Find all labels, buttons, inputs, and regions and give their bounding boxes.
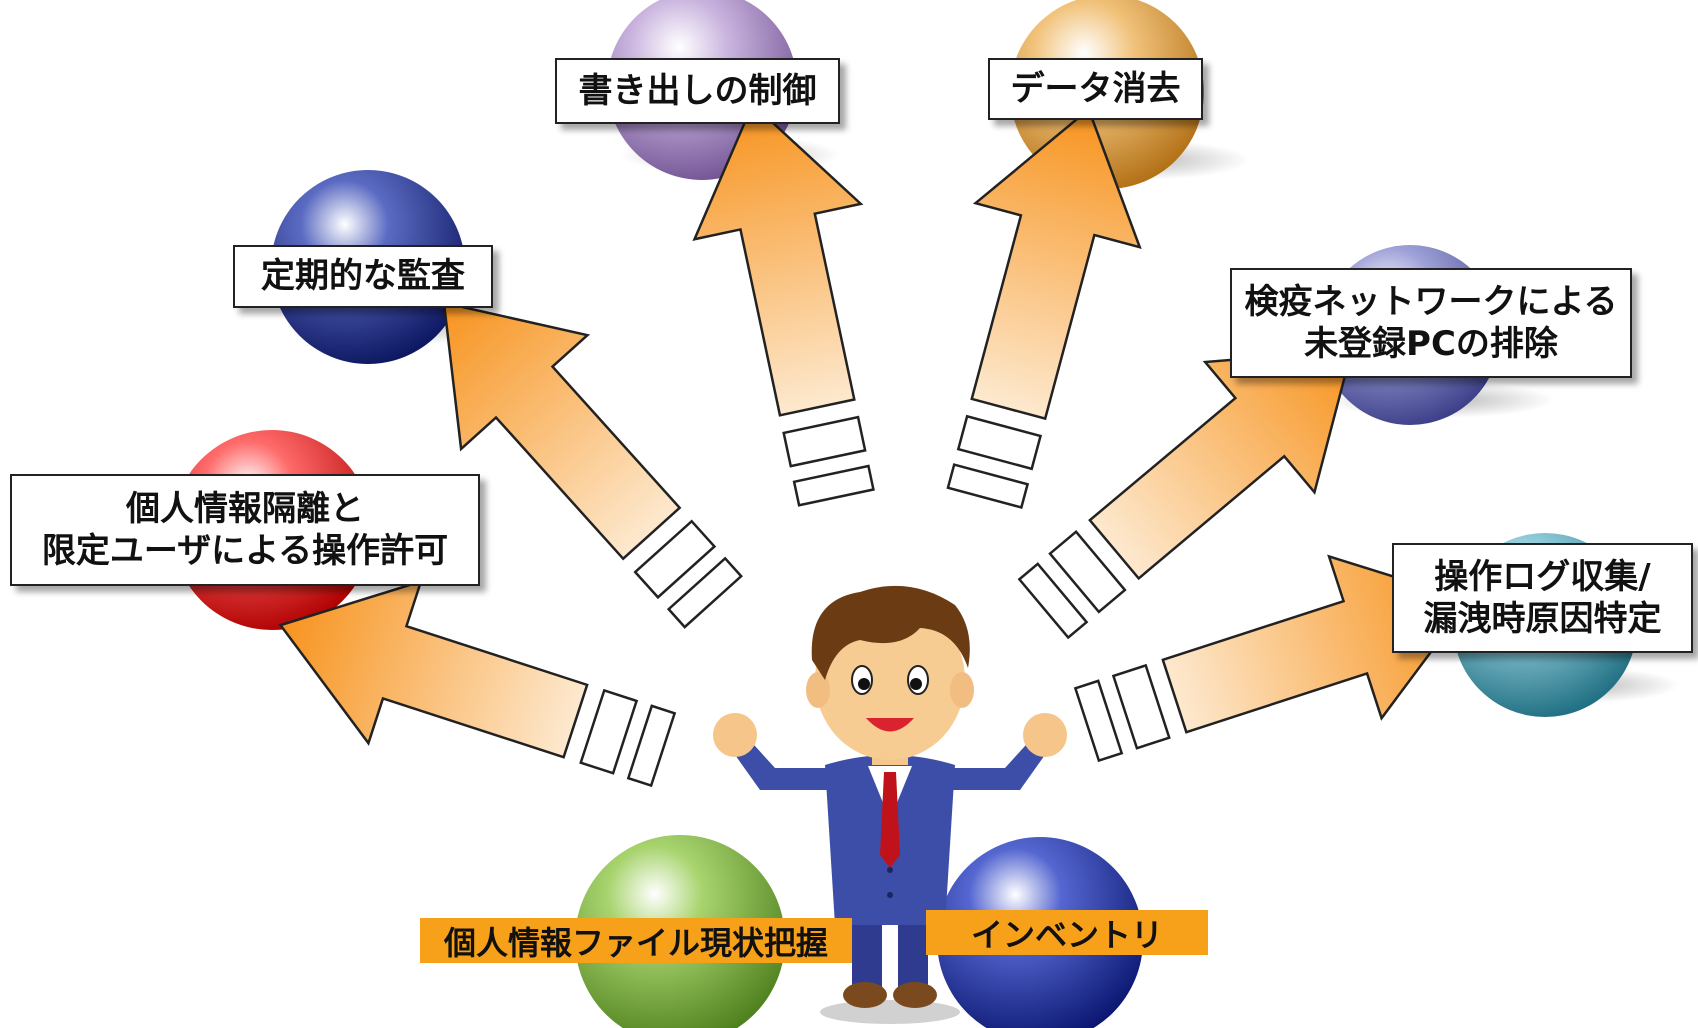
label-quarantine: 検疫ネットワークによる 未登録PCの排除 [1230, 268, 1632, 378]
label-oplog-line1: 操作ログ収集/ [1434, 556, 1651, 597]
label-write-control: 書き出しの制御 [555, 58, 840, 124]
label-quarantine-line1: 検疫ネットワークによる [1244, 281, 1618, 322]
label-isolation-line1: 個人情報隔離と [126, 488, 364, 529]
label-audit-text: 定期的な監査 [261, 256, 465, 297]
label-write-control-text: 書き出しの制御 [578, 70, 817, 111]
label-data-erase: データ消去 [988, 58, 1203, 120]
label-oplog-line2: 漏洩時原因特定 [1423, 599, 1662, 639]
label-isolation-line2: 限定ユーザによる操作許可 [41, 531, 449, 571]
label-audit: 定期的な監査 [233, 245, 493, 308]
label-data-erase-text: データ消去 [1010, 68, 1181, 109]
label-isolation: 個人情報隔離と 限定ユーザによる操作許可 [10, 474, 480, 586]
tag-file-status-text: 個人情報ファイル現状把握 [443, 923, 828, 962]
label-oplog: 操作ログ収集/ 漏洩時原因特定 [1392, 543, 1693, 653]
label-quarantine-line2: 未登録PCの排除 [1304, 324, 1558, 364]
tag-inventory-text: インベントリ [970, 915, 1163, 954]
businessman-icon [713, 585, 1067, 1024]
tag-inventory: インベントリ [926, 910, 1208, 955]
tag-file-status: 個人情報ファイル現状把握 [420, 918, 852, 963]
